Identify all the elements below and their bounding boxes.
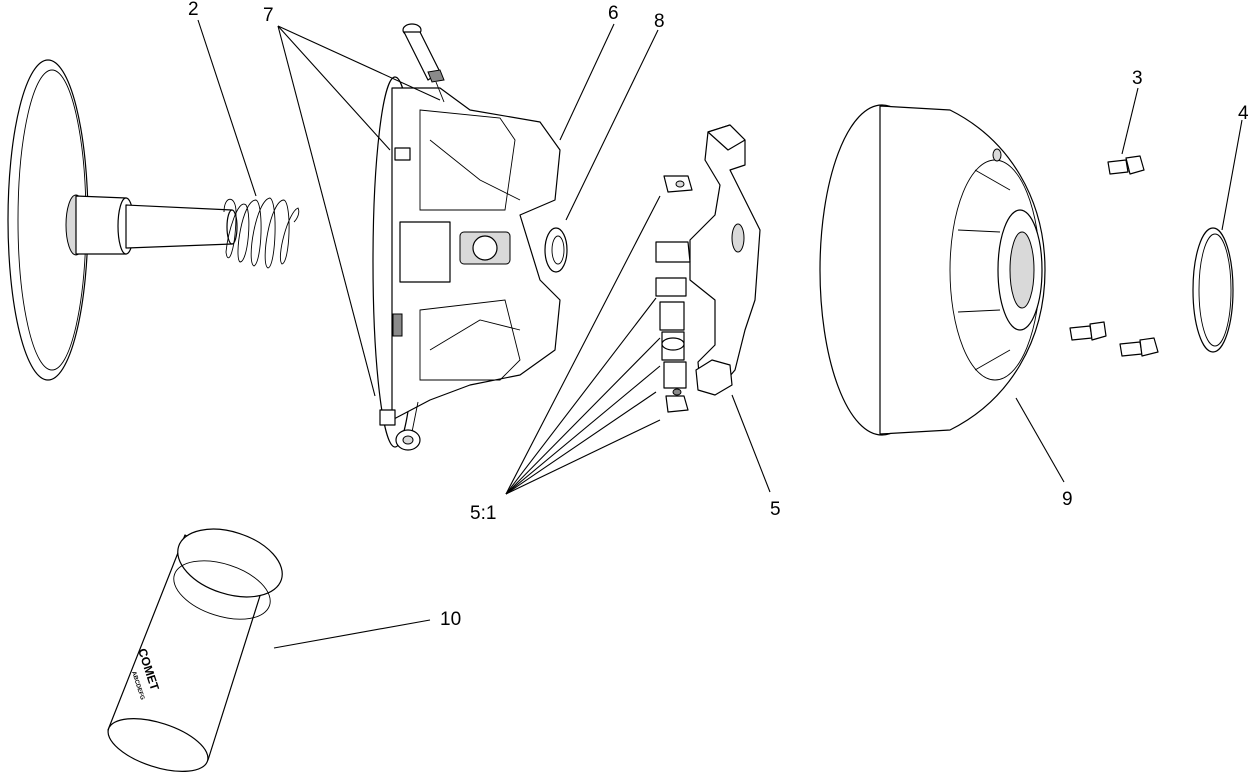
cover-seal <box>1192 227 1234 353</box>
leader-3 <box>1121 87 1139 155</box>
callout-5-1: 5:1 <box>470 503 496 524</box>
spider <box>655 124 761 396</box>
cover-bolt <box>1119 337 1159 357</box>
leader-10 <box>273 619 431 649</box>
washer <box>544 227 568 273</box>
callout-labels: 2 7 6 8 3 4 5:1 5 9 10 <box>188 0 1249 630</box>
lubricant-can: COMET ABCDEFG <box>107 528 283 772</box>
roller-hardware-kit <box>659 175 693 413</box>
leader-7b <box>277 25 441 101</box>
leader-5-1f <box>505 419 661 495</box>
leader-5-1d <box>505 365 661 495</box>
callout-3: 3 <box>1132 68 1143 89</box>
leader-7c <box>277 25 376 397</box>
leader-5-1a <box>505 195 661 495</box>
leader-5 <box>731 394 771 493</box>
sheave-shaft <box>75 195 238 255</box>
callout-8: 8 <box>654 11 665 32</box>
leader-lines <box>197 19 1243 649</box>
leader-7a <box>277 25 391 151</box>
cover-bolt <box>1107 155 1145 175</box>
movable-sheave-assembly <box>372 76 561 448</box>
callout-7: 7 <box>263 5 274 26</box>
callout-6: 6 <box>608 3 619 24</box>
callout-10: 10 <box>440 609 461 630</box>
leader-2 <box>197 19 257 197</box>
callout-4: 4 <box>1238 103 1249 124</box>
leader-4 <box>1221 119 1243 231</box>
leader-9 <box>1015 397 1065 483</box>
leader-5-1c <box>505 337 661 495</box>
leader-5-1e <box>505 391 657 495</box>
leader-5-1b <box>505 297 657 495</box>
callout-2: 2 <box>188 0 199 20</box>
spring <box>223 197 300 269</box>
cap-screw <box>402 23 445 103</box>
leader-8 <box>565 29 659 221</box>
callout-9: 9 <box>1062 489 1073 510</box>
lock-nut <box>395 401 421 451</box>
leader-6 <box>559 23 615 141</box>
callout-5: 5 <box>770 499 781 520</box>
clutch-cover <box>819 104 1046 436</box>
cover-bolt <box>1069 321 1107 341</box>
